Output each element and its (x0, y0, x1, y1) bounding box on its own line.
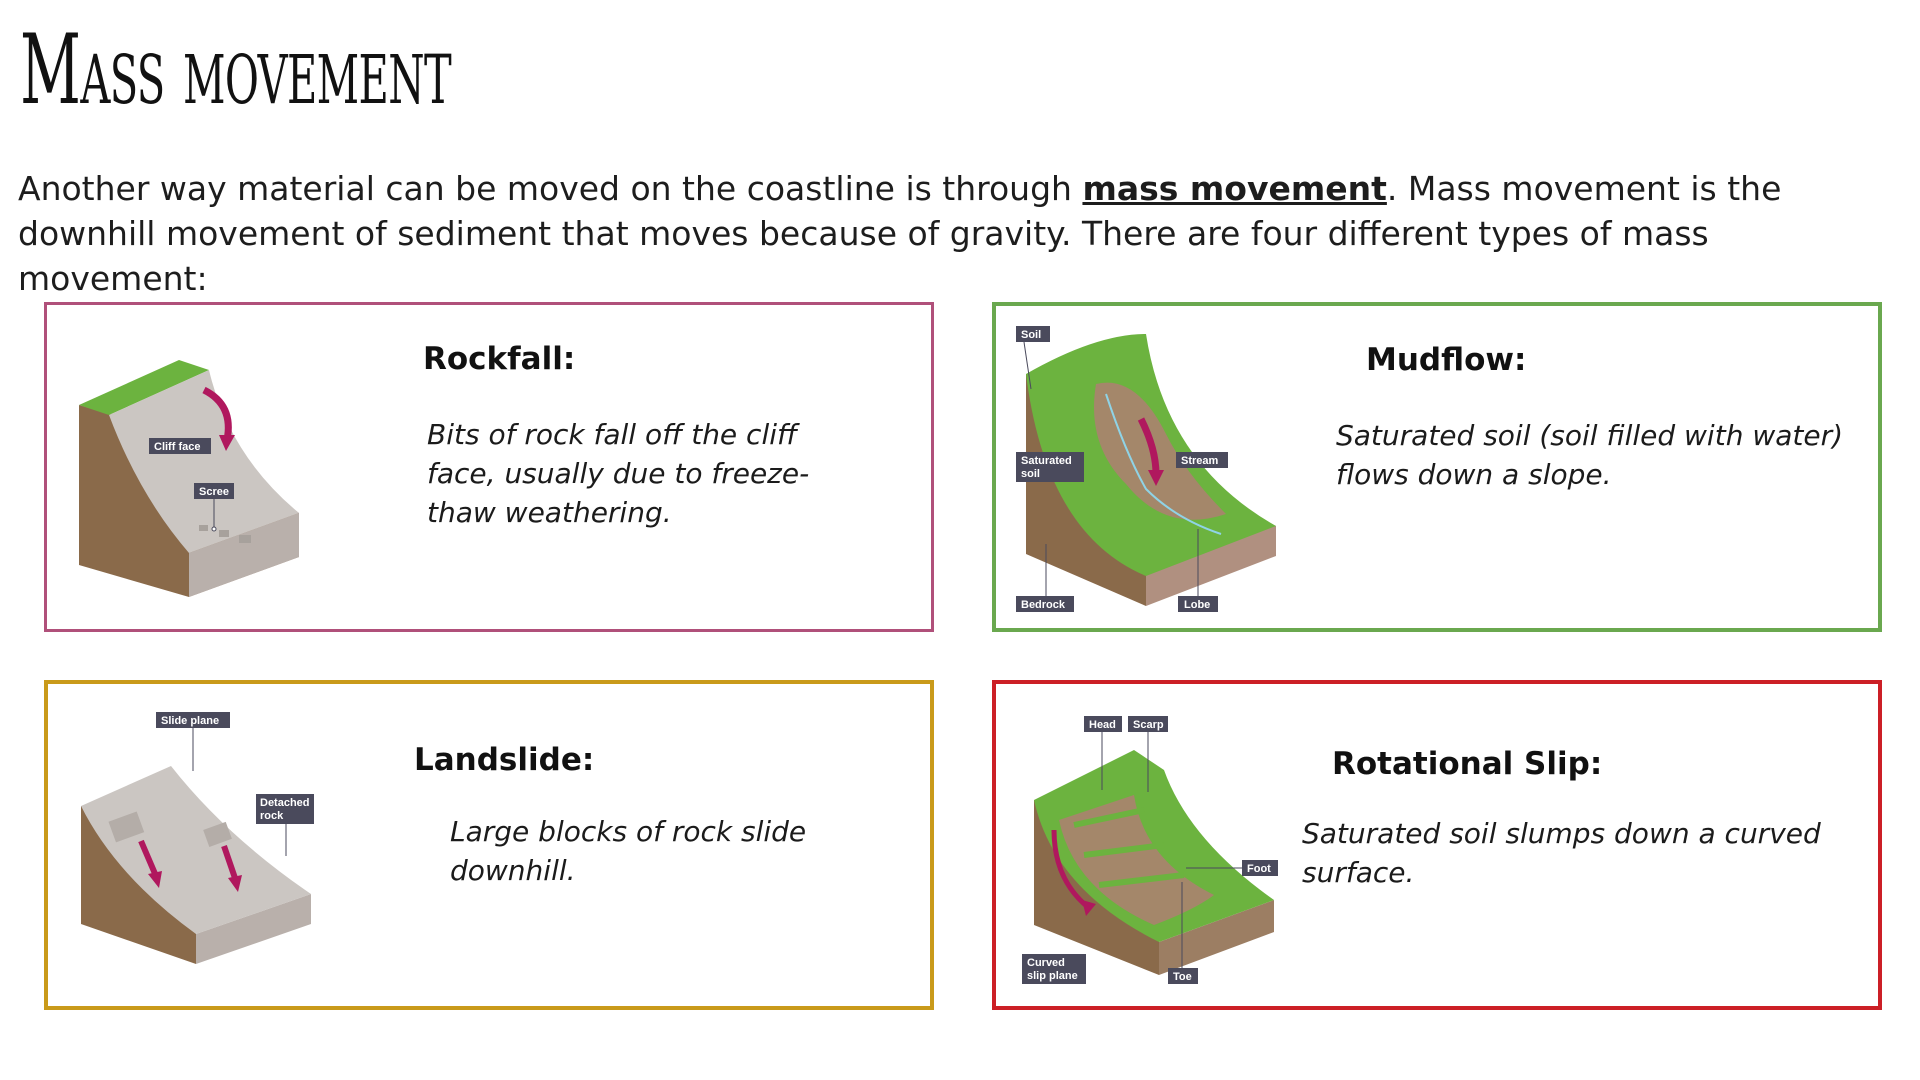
label-toe: Toe (1173, 971, 1192, 983)
landslide-heading: Landslide: (414, 742, 595, 778)
rockfall-heading: Rockfall: (423, 341, 576, 377)
rotational-slip-diagram: Head Scarp Foot Curved slip plane Toe (1022, 716, 1278, 984)
rotational-slip-description: Saturated soil slumps down a curved surf… (1302, 817, 1821, 889)
label-detached-2: rock (260, 810, 284, 822)
mudflow-card: Soil Saturated soil Stream Bedrock Lobe … (992, 302, 1882, 632)
label-cliff-face-bg (149, 438, 211, 454)
label-scree: Scree (199, 486, 229, 498)
label-scarp: Scarp (1133, 719, 1164, 731)
intro-text-after: . Mass movement is the downhill movement… (18, 169, 1782, 298)
rockfall-card: Cliff face Scree Rockfall: Bits of rock … (44, 302, 934, 632)
label-cliff-face: Cliff face (154, 441, 200, 453)
label-foot: Foot (1247, 863, 1271, 875)
page-title: Mass movement (20, 14, 452, 126)
label-lobe: Lobe (1184, 599, 1210, 611)
rotational-slip-heading: Rotational Slip: (1332, 746, 1603, 782)
rockfall-description: Bits of rock fall off the cliff face, us… (427, 418, 810, 529)
intro-keyword: mass movement (1082, 169, 1387, 208)
rockfall-diagram: Cliff face Scree (79, 360, 299, 597)
label-scree-bg (194, 483, 234, 499)
label-detached-1: Detached (260, 797, 310, 809)
rotational-slip-card: Head Scarp Foot Curved slip plane Toe Ro… (992, 680, 1882, 1010)
intro-text-before: Another way material can be moved on the… (18, 169, 1083, 208)
intro-paragraph: Another way material can be moved on the… (18, 166, 1898, 301)
label-slide-plane: Slide plane (161, 715, 219, 727)
mudflow-diagram: Soil Saturated soil Stream Bedrock Lobe (1016, 326, 1276, 612)
label-bedrock: Bedrock (1021, 599, 1066, 611)
label-curved-1: Curved (1027, 957, 1065, 969)
label-head: Head (1089, 719, 1116, 731)
landslide-card: Slide plane Detached rock Landslide: Lar… (44, 680, 934, 1010)
label-curved-2: slip plane (1027, 970, 1078, 982)
label-saturated-2: soil (1021, 468, 1040, 480)
landslide-diagram: Slide plane Detached rock (81, 712, 314, 964)
mudflow-description: Saturated soil (soil filled with water) … (1336, 419, 1844, 491)
label-saturated-1: Saturated (1021, 455, 1072, 467)
label-stream: Stream (1181, 455, 1219, 467)
landslide-description: Large blocks of rock slide downhill. (450, 815, 807, 887)
label-soil: Soil (1021, 329, 1041, 341)
mudflow-heading: Mudflow: (1366, 342, 1527, 378)
